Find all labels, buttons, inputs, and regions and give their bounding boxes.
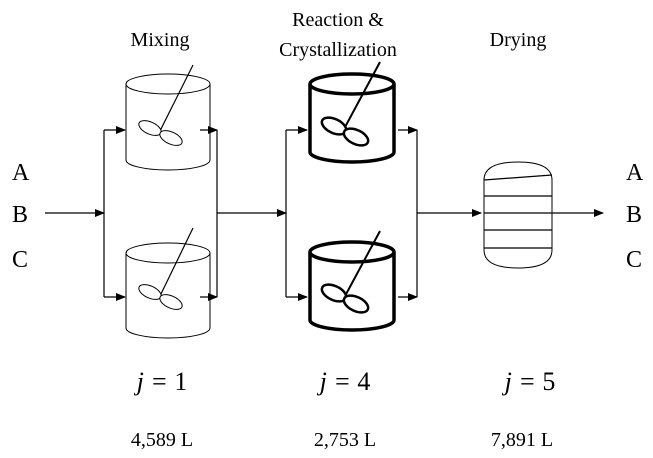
- dryer-vessel: [483, 161, 553, 269]
- stage-volume-reaction: 2,753 L: [314, 429, 376, 451]
- input-label-b: B: [12, 202, 28, 228]
- output-label-c: C: [626, 247, 642, 273]
- mixer-vessel-top: [125, 64, 211, 171]
- input-label-a: A: [12, 160, 30, 186]
- output-label-a: A: [626, 160, 644, 186]
- stage-volume-mixing: 4,589 L: [131, 429, 193, 451]
- stage-index-reaction: j = 4: [317, 367, 371, 396]
- reactor-vessel-top: [308, 61, 396, 164]
- input-label-c: C: [12, 247, 28, 273]
- stage-title-drying: Drying: [490, 29, 547, 51]
- output-label-b: B: [626, 202, 642, 228]
- mixer-vessel-bottom: [125, 227, 211, 339]
- stage-volume-drying: 7,891 L: [491, 429, 553, 451]
- stage-index-drying: j = 5: [502, 367, 556, 396]
- stage-title-mixing: Mixing: [131, 29, 190, 51]
- stage-index-mixing: j = 1: [134, 367, 188, 396]
- stage-title-reaction-line2: Crystallization: [279, 39, 397, 61]
- reactor-vessel-bottom: [308, 230, 396, 332]
- stage-title-reaction-line1: Reaction &: [292, 9, 384, 31]
